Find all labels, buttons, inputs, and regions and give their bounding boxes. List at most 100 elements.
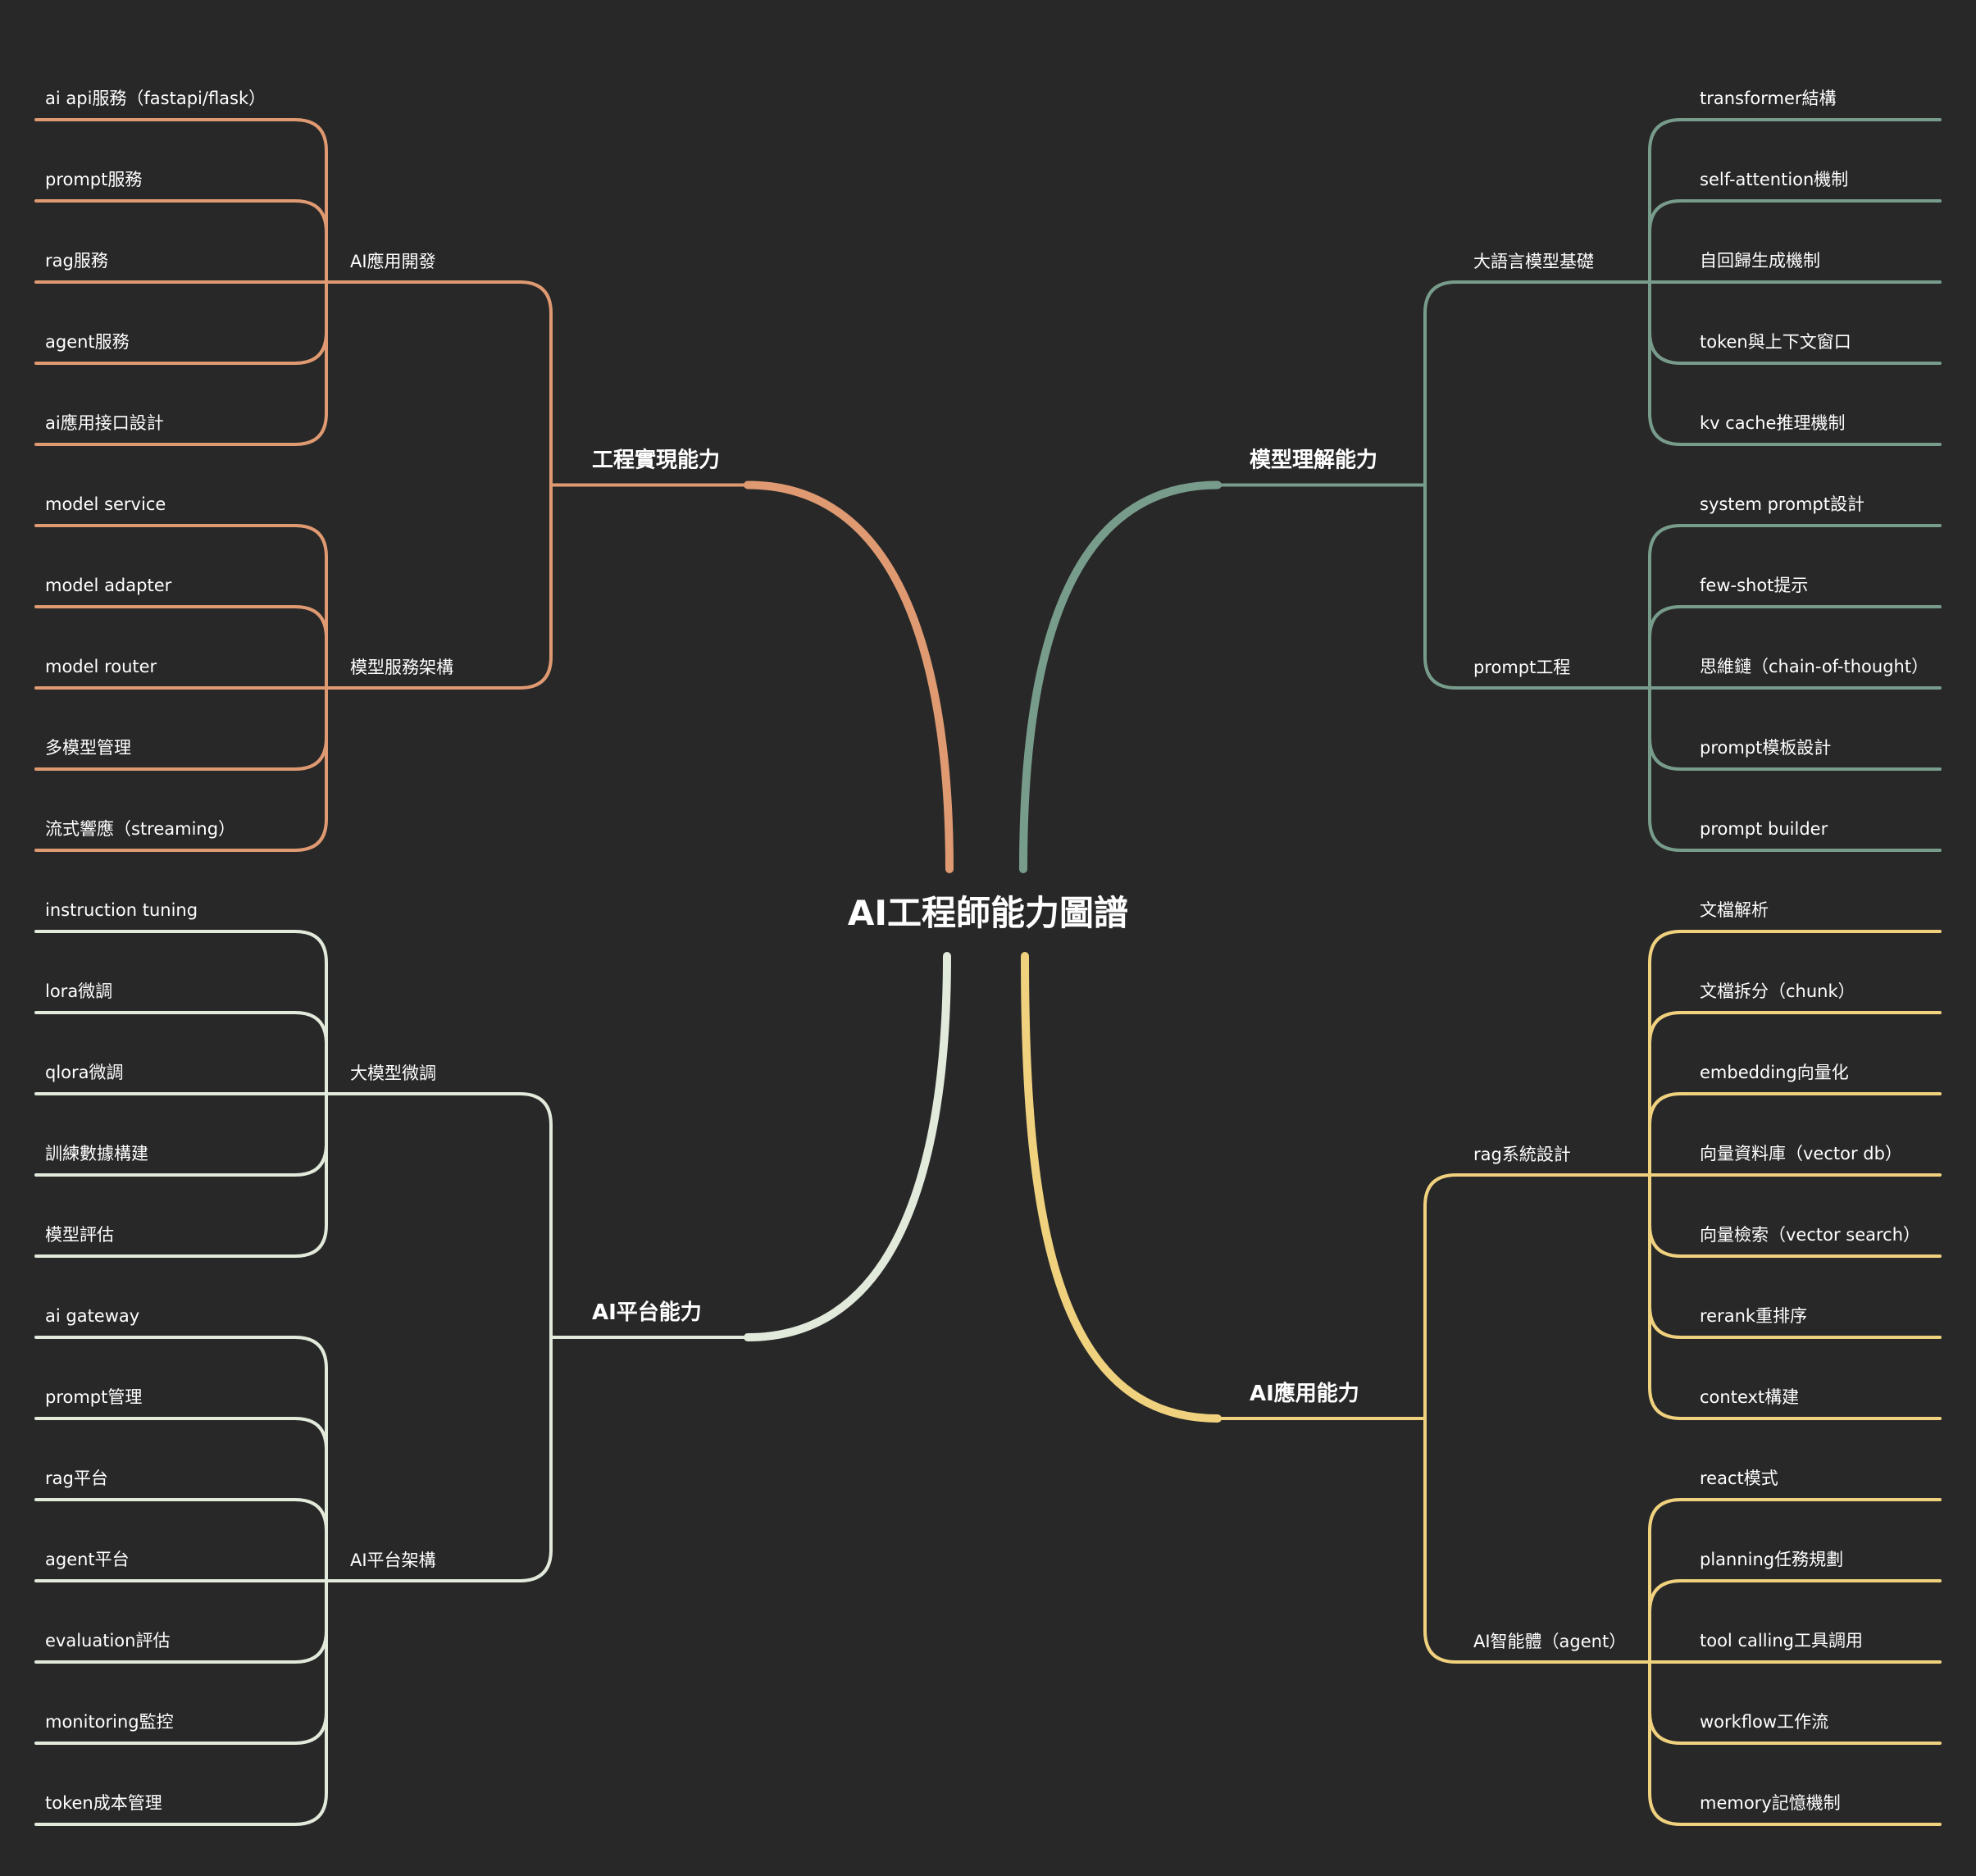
leaf-connector [1648, 118, 1684, 284]
leaf-node-label[interactable]: evaluation評估 [45, 1631, 170, 1651]
leaf-connector [1648, 1092, 1684, 1177]
leaf-connector [292, 280, 328, 365]
leaf-node-label[interactable]: planning任務規劃 [1700, 1550, 1843, 1569]
leaf-node-label[interactable]: prompt builder [1700, 819, 1828, 839]
leaf-connector [1648, 686, 1684, 852]
leaf-node-label[interactable]: react模式 [1700, 1468, 1778, 1488]
branch-node-label[interactable]: AI平台能力 [592, 1300, 702, 1325]
leaf-connector [292, 1579, 328, 1826]
group-node-label[interactable]: rag系統設計 [1473, 1145, 1571, 1164]
leaf-node-label[interactable]: memory記憶機制 [1700, 1793, 1841, 1813]
leaf-node-label[interactable]: embedding向量化 [1700, 1063, 1849, 1082]
leaf-node-label[interactable]: self-attention機制 [1700, 170, 1848, 189]
leaf-node-label[interactable]: token成本管理 [45, 1793, 162, 1813]
leaf-node-label[interactable]: tool calling工具調用 [1700, 1631, 1863, 1651]
leaf-node-label[interactable]: monitoring監控 [45, 1712, 174, 1732]
group-node-label[interactable]: 模型服務架構 [350, 658, 453, 677]
leaf-node-label[interactable]: rag平台 [45, 1468, 108, 1488]
leaf-node-label[interactable]: rag服務 [45, 251, 108, 271]
leaf-connector [1648, 1011, 1684, 1177]
leaf-node-label[interactable]: context構建 [1700, 1387, 1799, 1407]
leaf-node-label[interactable]: 模型評估 [45, 1225, 114, 1245]
group-node-label[interactable]: AI智能體（agent） [1473, 1632, 1626, 1651]
leaf-connector [1648, 605, 1684, 690]
group-node-label[interactable]: 大模型微調 [350, 1063, 436, 1083]
leaf-connector [292, 1417, 328, 1582]
leaf-node-label[interactable]: token與上下文窗口 [1700, 332, 1851, 352]
leaf-node-label[interactable]: agent服務 [45, 332, 130, 352]
leaf-node-label[interactable]: ai應用接口設計 [45, 413, 164, 433]
leaf-node-label[interactable]: prompt模板設計 [1700, 738, 1831, 758]
leaf-node-label[interactable]: lora微調 [45, 981, 112, 1001]
leaf-connector [292, 1579, 328, 1664]
leaf-node-label[interactable]: model router [45, 657, 157, 676]
leaf-connector [292, 1498, 328, 1582]
branch-connector [744, 952, 951, 1341]
leaf-connector [292, 605, 328, 690]
group-connector [515, 483, 553, 690]
leaf-node-label[interactable]: 思維鏈（chain-of-thought） [1700, 657, 1928, 676]
leaf-connector [1648, 199, 1684, 284]
group-connector [1423, 280, 1474, 487]
leaf-node-label[interactable]: 文檔拆分（chunk） [1700, 981, 1855, 1001]
group-connector [515, 1092, 553, 1339]
group-node-label[interactable]: 大語言模型基礎 [1473, 252, 1594, 271]
leaf-node-label[interactable]: 文檔解析 [1700, 900, 1769, 920]
branch-node-label[interactable]: 工程實現能力 [592, 448, 720, 473]
leaf-connector [292, 686, 328, 771]
leaf-connector [292, 524, 328, 690]
branch-connector [1019, 480, 1222, 873]
leaf-connector [292, 930, 328, 1095]
leaf-connector [1648, 1173, 1684, 1420]
leaf-connector [292, 280, 328, 446]
leaf-connector [1648, 524, 1684, 690]
leaf-connector [292, 1336, 328, 1582]
leaf-node-label[interactable]: 自回歸生成機制 [1700, 251, 1820, 271]
leaf-connector [1648, 930, 1684, 1177]
leaf-node-label[interactable]: model adapter [45, 576, 172, 595]
branch-connector [744, 480, 954, 873]
leaf-connector [1648, 1173, 1684, 1258]
group-connector [1423, 1417, 1474, 1664]
leaf-node-label[interactable]: instruction tuning [45, 900, 198, 920]
leaf-node-label[interactable]: prompt服務 [45, 170, 142, 189]
leaf-node-label[interactable]: 向量檢索（vector search） [1700, 1225, 1920, 1245]
leaf-node-label[interactable]: few-shot提示 [1700, 576, 1808, 595]
branch-node-label[interactable]: AI應用能力 [1250, 1381, 1359, 1406]
leaf-node-label[interactable]: ai gateway [45, 1306, 139, 1326]
leaf-node-label[interactable]: system prompt設計 [1700, 494, 1864, 514]
leaf-node-label[interactable]: qlora微調 [45, 1063, 124, 1082]
group-node-label[interactable]: AI平台架構 [350, 1550, 436, 1570]
leaf-node-label[interactable]: kv cache推理機制 [1700, 413, 1845, 433]
leaf-connector [1648, 280, 1684, 446]
group-node-label[interactable]: AI應用開發 [350, 252, 436, 271]
group-connector [515, 280, 553, 487]
leaf-node-label[interactable]: rerank重排序 [1700, 1306, 1807, 1326]
leaf-node-label[interactable]: prompt管理 [45, 1387, 142, 1407]
leaf-node-label[interactable]: 流式響應（streaming） [45, 819, 235, 839]
root-node-label[interactable]: AI工程師能力圖譜 [848, 893, 1128, 933]
leaf-node-label[interactable]: 訓練數據構建 [45, 1144, 148, 1163]
group-connector [1423, 1173, 1474, 1420]
leaf-node-label[interactable]: workflow工作流 [1700, 1712, 1828, 1732]
group-node-label[interactable]: prompt工程 [1473, 658, 1570, 677]
leaf-node-label[interactable]: 多模型管理 [45, 738, 131, 758]
branch-connector [1021, 952, 1222, 1423]
leaf-connector [1648, 1660, 1684, 1826]
leaf-node-label[interactable]: ai api服務（fastapi/flask） [45, 89, 266, 108]
leaf-node-label[interactable]: 向量資料庫（vector db） [1700, 1144, 1902, 1163]
leaf-connector [1648, 686, 1684, 771]
leaf-connector [292, 1092, 328, 1258]
group-connector [1423, 483, 1474, 690]
leaf-connector [1648, 1498, 1684, 1664]
branch-node-label[interactable]: 模型理解能力 [1250, 448, 1377, 473]
leaf-connector [292, 118, 328, 284]
leaf-connector [1648, 280, 1684, 365]
leaf-connector [292, 1011, 328, 1095]
leaf-node-label[interactable]: model service [45, 494, 166, 514]
group-connector [515, 1336, 553, 1582]
leaf-connector [1648, 1579, 1684, 1664]
leaf-node-label[interactable]: transformer結構 [1700, 89, 1837, 108]
leaf-connector [1648, 1660, 1684, 1745]
leaf-node-label[interactable]: agent平台 [45, 1550, 130, 1569]
